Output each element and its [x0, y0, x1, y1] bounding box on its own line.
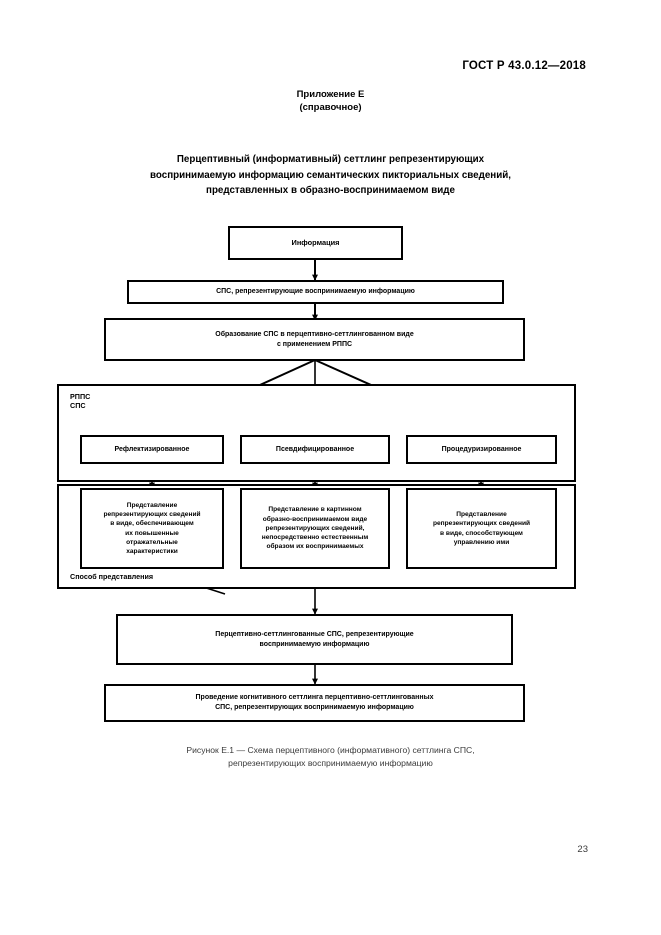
- branch-box-proceduralized: Процедуризированное: [406, 435, 557, 464]
- detail-line: их повышенные: [125, 529, 179, 537]
- detail-line: отражательные: [126, 538, 178, 546]
- figure-caption-line-1: Рисунок Е.1 — Схема перцептивного (инфор…: [186, 745, 475, 755]
- detail-box-pictorial: Представление в картинном образно-воспри…: [240, 488, 390, 569]
- annex-heading: Приложение Е (справочное): [0, 88, 661, 114]
- detail-line: образом их воспринимаемых: [266, 543, 364, 551]
- box-formation-sps: Образование СПС в перцептивно-сеттлингов…: [104, 318, 525, 361]
- detail-line: репрезентирующих сведений: [432, 520, 531, 528]
- detail-line: образно-воспринимаемом виде: [262, 515, 368, 523]
- box-formation-line-1: Образование СПС в перцептивно-сеттлингов…: [215, 330, 414, 338]
- box-perceptive-settled-line-1: Перцептивно-сеттлингованные СПС, репрезе…: [215, 630, 414, 638]
- detail-line: Представление: [126, 501, 178, 509]
- group-presentation-method-label: Способ представления: [70, 572, 154, 581]
- detail-box-managed: Представление репрезентирующих сведений …: [406, 488, 557, 569]
- page-title-line-2: воспринимаемую информацию семантических …: [150, 169, 511, 181]
- annex-subtitle: (справочное): [299, 102, 362, 113]
- branch-box-pseudified: Псевдифицированное: [240, 435, 390, 464]
- flowchart-figure: Информация СПС, репрезентирующие восприн…: [0, 222, 661, 732]
- branch-box-reflectized: Рефлектизированное: [80, 435, 224, 464]
- box-perceptive-settled-sps: Перцептивно-сеттлингованные СПС, репрезе…: [116, 614, 513, 665]
- group-rpps-sps-label: РППС СПС: [70, 392, 91, 411]
- page-title-line-1: Перцептивный (информативный) сеттлинг ре…: [176, 154, 485, 165]
- detail-line: Представление: [456, 511, 507, 519]
- box-sps-representing: СПС, репрезентирующие воспринимаемую инф…: [127, 280, 504, 304]
- detail-line: управлению ими: [453, 538, 510, 546]
- page-title-line-3: представленных в образно-воспринимаемом …: [206, 185, 455, 196]
- group-rpps-sps: [57, 384, 576, 482]
- annex-title: Приложение Е: [296, 89, 365, 100]
- standard-header: ГОСТ Р 43.0.12—2018: [462, 60, 586, 72]
- box-formation-line-2: с применением РППС: [276, 340, 353, 348]
- figure-caption-line-2: репрезентирующих воспринимаемую информац…: [228, 758, 433, 768]
- detail-line: характеристики: [126, 547, 178, 555]
- figure-caption: Рисунок Е.1 — Схема перцептивного (инфор…: [70, 744, 591, 770]
- box-cognitive-settling-line-2: СПС, репрезентирующих воспринимаемую инф…: [215, 704, 414, 711]
- detail-line: репрезентирующих сведений: [103, 511, 201, 519]
- detail-line: Представление в картинном: [268, 506, 362, 514]
- detail-box-reflective: Представление репрезентирующих сведений …: [80, 488, 224, 569]
- box-information: Информация: [228, 226, 403, 260]
- box-cognitive-settling-line-1: Проведение когнитивного сеттлинга перцеп…: [195, 694, 434, 702]
- detail-line: непосредственно естественным: [261, 534, 369, 542]
- page-number: 23: [577, 844, 588, 855]
- box-cognitive-settling: Проведение когнитивного сеттлинга перцеп…: [104, 684, 525, 722]
- detail-line: в виде, обеспечивающем: [110, 520, 194, 528]
- detail-line: в виде, способствующем: [440, 529, 523, 537]
- detail-line: репрезентирующих сведений,: [265, 524, 365, 532]
- box-perceptive-settled-line-2: воспринимаемую информацию: [259, 640, 370, 648]
- page-title: Перцептивный (информативный) сеттлинг ре…: [60, 152, 601, 199]
